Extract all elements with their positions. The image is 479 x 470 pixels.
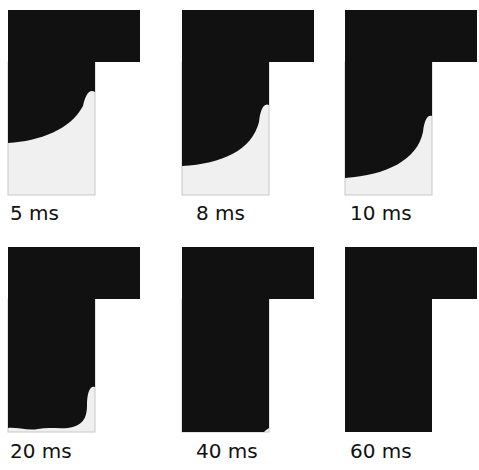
cavity-panel — [182, 247, 314, 432]
cavity-panel — [345, 10, 477, 195]
time-label: 8 ms — [196, 203, 245, 223]
cavity-panel — [8, 10, 140, 195]
time-label: 10 ms — [350, 203, 412, 223]
time-label: 60 ms — [350, 441, 412, 461]
time-label: 5 ms — [10, 203, 59, 223]
cavity-panel — [8, 247, 140, 432]
time-label: 40 ms — [196, 441, 258, 461]
cavity-panel — [345, 247, 477, 432]
cavity-panel — [182, 10, 314, 195]
time-label: 20 ms — [10, 441, 72, 461]
